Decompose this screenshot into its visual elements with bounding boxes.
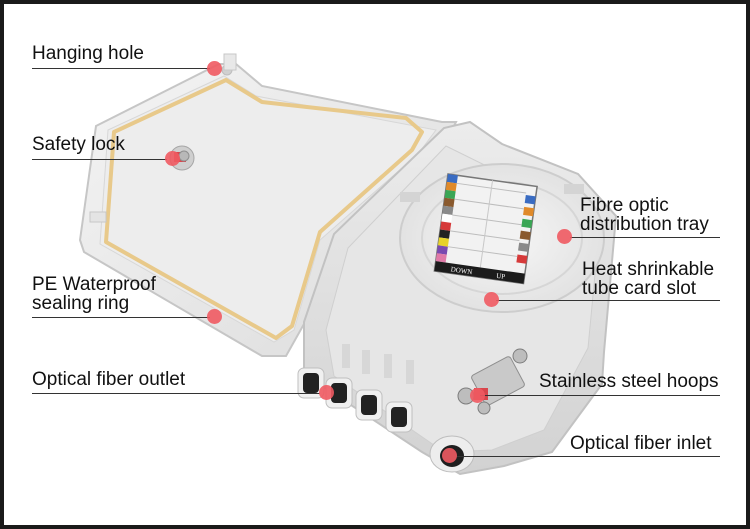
leader-optical-fiber-outlet	[32, 393, 320, 394]
label-pe-waterproof-line2: sealing ring	[32, 293, 130, 314]
enclosure-lid	[78, 53, 458, 357]
fiber-distribution-box-photo: DOWN UP	[78, 53, 618, 476]
marker-optical-fiber-outlet	[319, 385, 334, 400]
marker-heat-shrink	[484, 292, 499, 307]
label-optical-fiber-outlet: Optical fiber outlet	[32, 369, 186, 390]
port-label-card: DOWN UP	[433, 173, 538, 285]
tray-card-footer-left: DOWN	[450, 265, 473, 276]
label-heat-shrink-line2: tube card slot	[582, 278, 697, 299]
marker-safety-lock	[165, 151, 180, 166]
leader-pe-waterproof	[32, 317, 210, 318]
marker-stainless-hoops	[470, 388, 485, 403]
marker-fibre-tray	[557, 229, 572, 244]
label-optical-fiber-inlet: Optical fiber inlet	[570, 433, 712, 454]
leader-optical-fiber-inlet	[456, 456, 720, 457]
marker-optical-fiber-inlet	[442, 448, 457, 463]
label-fibre-tray-line1: Fibre optic	[580, 195, 669, 216]
label-pe-waterproof-line1: PE Waterproof	[32, 274, 156, 295]
leader-fibre-tray	[570, 237, 720, 238]
leader-stainless-hoops	[480, 395, 720, 396]
label-fibre-tray-line2: distribution tray	[580, 214, 709, 235]
label-stainless-hoops: Stainless steel hoops	[539, 371, 719, 392]
pe-sealing-ring	[104, 78, 424, 340]
label-safety-lock: Safety lock	[32, 134, 125, 155]
leader-safety-lock	[32, 159, 167, 160]
marker-pe-waterproof	[207, 309, 222, 324]
tray-card-footer-right: UP	[496, 272, 506, 281]
leader-hanging-hole	[32, 68, 210, 69]
label-heat-shrink-line1: Heat shrinkable	[582, 259, 715, 280]
leader-heat-shrink	[496, 300, 720, 301]
label-hanging-hole: Hanging hole	[32, 43, 144, 64]
optical-fiber-outlet-ports	[297, 367, 413, 433]
marker-hanging-hole	[207, 61, 222, 76]
